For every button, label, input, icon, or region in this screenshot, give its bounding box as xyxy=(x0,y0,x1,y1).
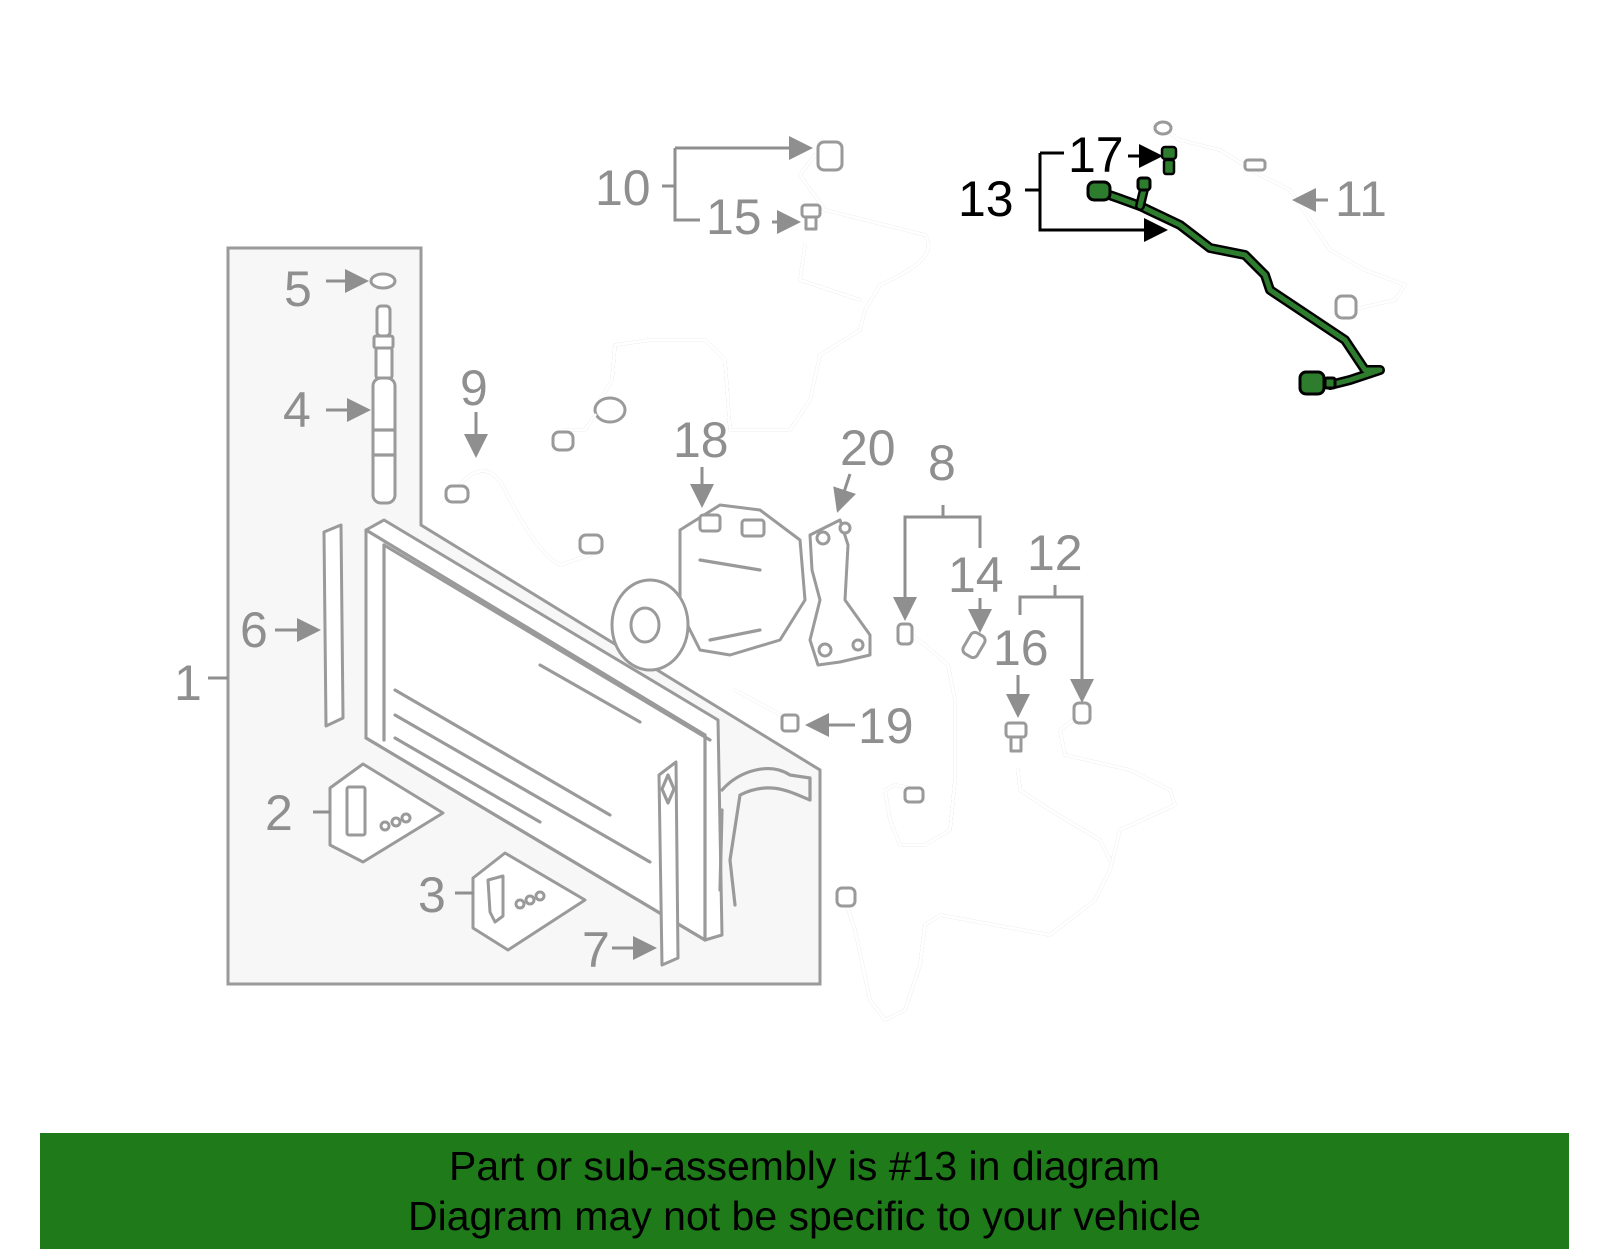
hose-10 xyxy=(551,140,931,452)
callout-2: 2 xyxy=(265,785,293,841)
banner-line-2: Diagram may not be specific to your vehi… xyxy=(407,1193,1201,1239)
callout-17[interactable]: 17 xyxy=(1068,127,1124,183)
hose-8 xyxy=(883,622,957,847)
callout-18: 18 xyxy=(673,412,729,468)
banner-line-1: Part or sub-assembly is #13 in diagram xyxy=(449,1143,1160,1189)
hose-12 xyxy=(835,701,1177,1022)
hose-13-highlighted[interactable] xyxy=(1086,176,1385,396)
bolt-15 xyxy=(800,203,822,231)
callout-8: 8 xyxy=(928,435,956,491)
info-banner: Part or sub-assembly is #13 in diagram D… xyxy=(40,1133,1569,1249)
callout-5: 5 xyxy=(284,261,312,317)
callout-20: 20 xyxy=(840,420,896,476)
compressor xyxy=(610,503,807,672)
callout-6: 6 xyxy=(240,602,268,658)
callout-19: 19 xyxy=(858,698,914,754)
callout-4: 4 xyxy=(283,382,311,438)
valve-17 xyxy=(1160,145,1178,176)
callout-12: 12 xyxy=(1027,525,1083,581)
callout-7: 7 xyxy=(582,922,610,978)
callout-1: 1 xyxy=(174,655,202,711)
callout-10: 10 xyxy=(595,160,651,216)
callout-15: 15 xyxy=(706,189,762,245)
bolt-16 xyxy=(1004,721,1028,753)
hose-9 xyxy=(444,469,604,567)
drier-cap xyxy=(369,272,397,290)
callout-16: 16 xyxy=(993,620,1049,676)
bolt-19 xyxy=(733,688,800,733)
side-seal-left xyxy=(322,523,345,728)
leader-lines xyxy=(208,136,1328,960)
condenser-core xyxy=(364,518,724,942)
callout-13[interactable]: 13 xyxy=(958,171,1014,227)
callout-3: 3 xyxy=(418,867,446,923)
side-seal-right xyxy=(657,760,680,967)
receiver-drier xyxy=(371,304,397,505)
callout-14: 14 xyxy=(948,547,1004,603)
compressor-bracket xyxy=(808,518,872,667)
callout-11: 11 xyxy=(1335,171,1387,227)
callout-9: 9 xyxy=(460,360,488,416)
hose-11 xyxy=(1153,120,1407,320)
valve-14 xyxy=(961,630,987,660)
condenser-outlet-pipe xyxy=(720,767,812,907)
